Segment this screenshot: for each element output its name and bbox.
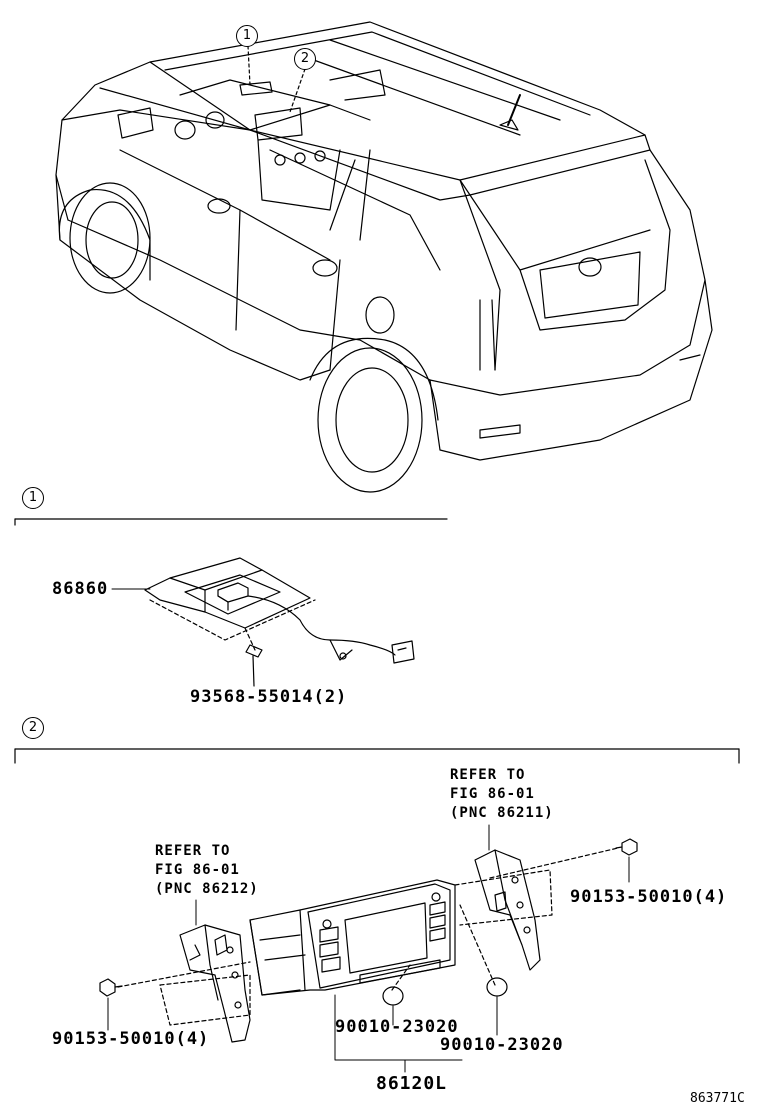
figure-id: 863771C <box>690 1091 745 1106</box>
part-label-assembly: 86120L <box>376 1073 448 1094</box>
part-label-86860: 86860 <box>52 579 109 599</box>
part-label-cap-right: 90010-23020 <box>440 1035 564 1055</box>
section1-marker: 1 <box>22 487 44 509</box>
car-callout-leaders <box>247 45 306 113</box>
section2-marker: 2 <box>22 717 44 739</box>
part-label-93568: 93568-55014(2) <box>190 687 348 707</box>
refer-note-left: REFER TO FIG 86-01 (PNC 86212) <box>155 843 259 897</box>
refer-note-right: REFER TO FIG 86-01 (PNC 86211) <box>450 767 554 821</box>
navigation-assembly <box>99 824 638 1073</box>
part-label-bolt-left: 90153-50010(4) <box>52 1029 210 1049</box>
vehicle-illustration <box>55 21 713 493</box>
callout-1-marker: 1 <box>236 25 258 47</box>
part-label-cap-left: 90010-23020 <box>335 1017 459 1037</box>
antenna-assembly <box>111 557 415 687</box>
callout-2-marker: 2 <box>294 48 316 70</box>
part-label-bolt-right: 90153-50010(4) <box>570 887 728 907</box>
